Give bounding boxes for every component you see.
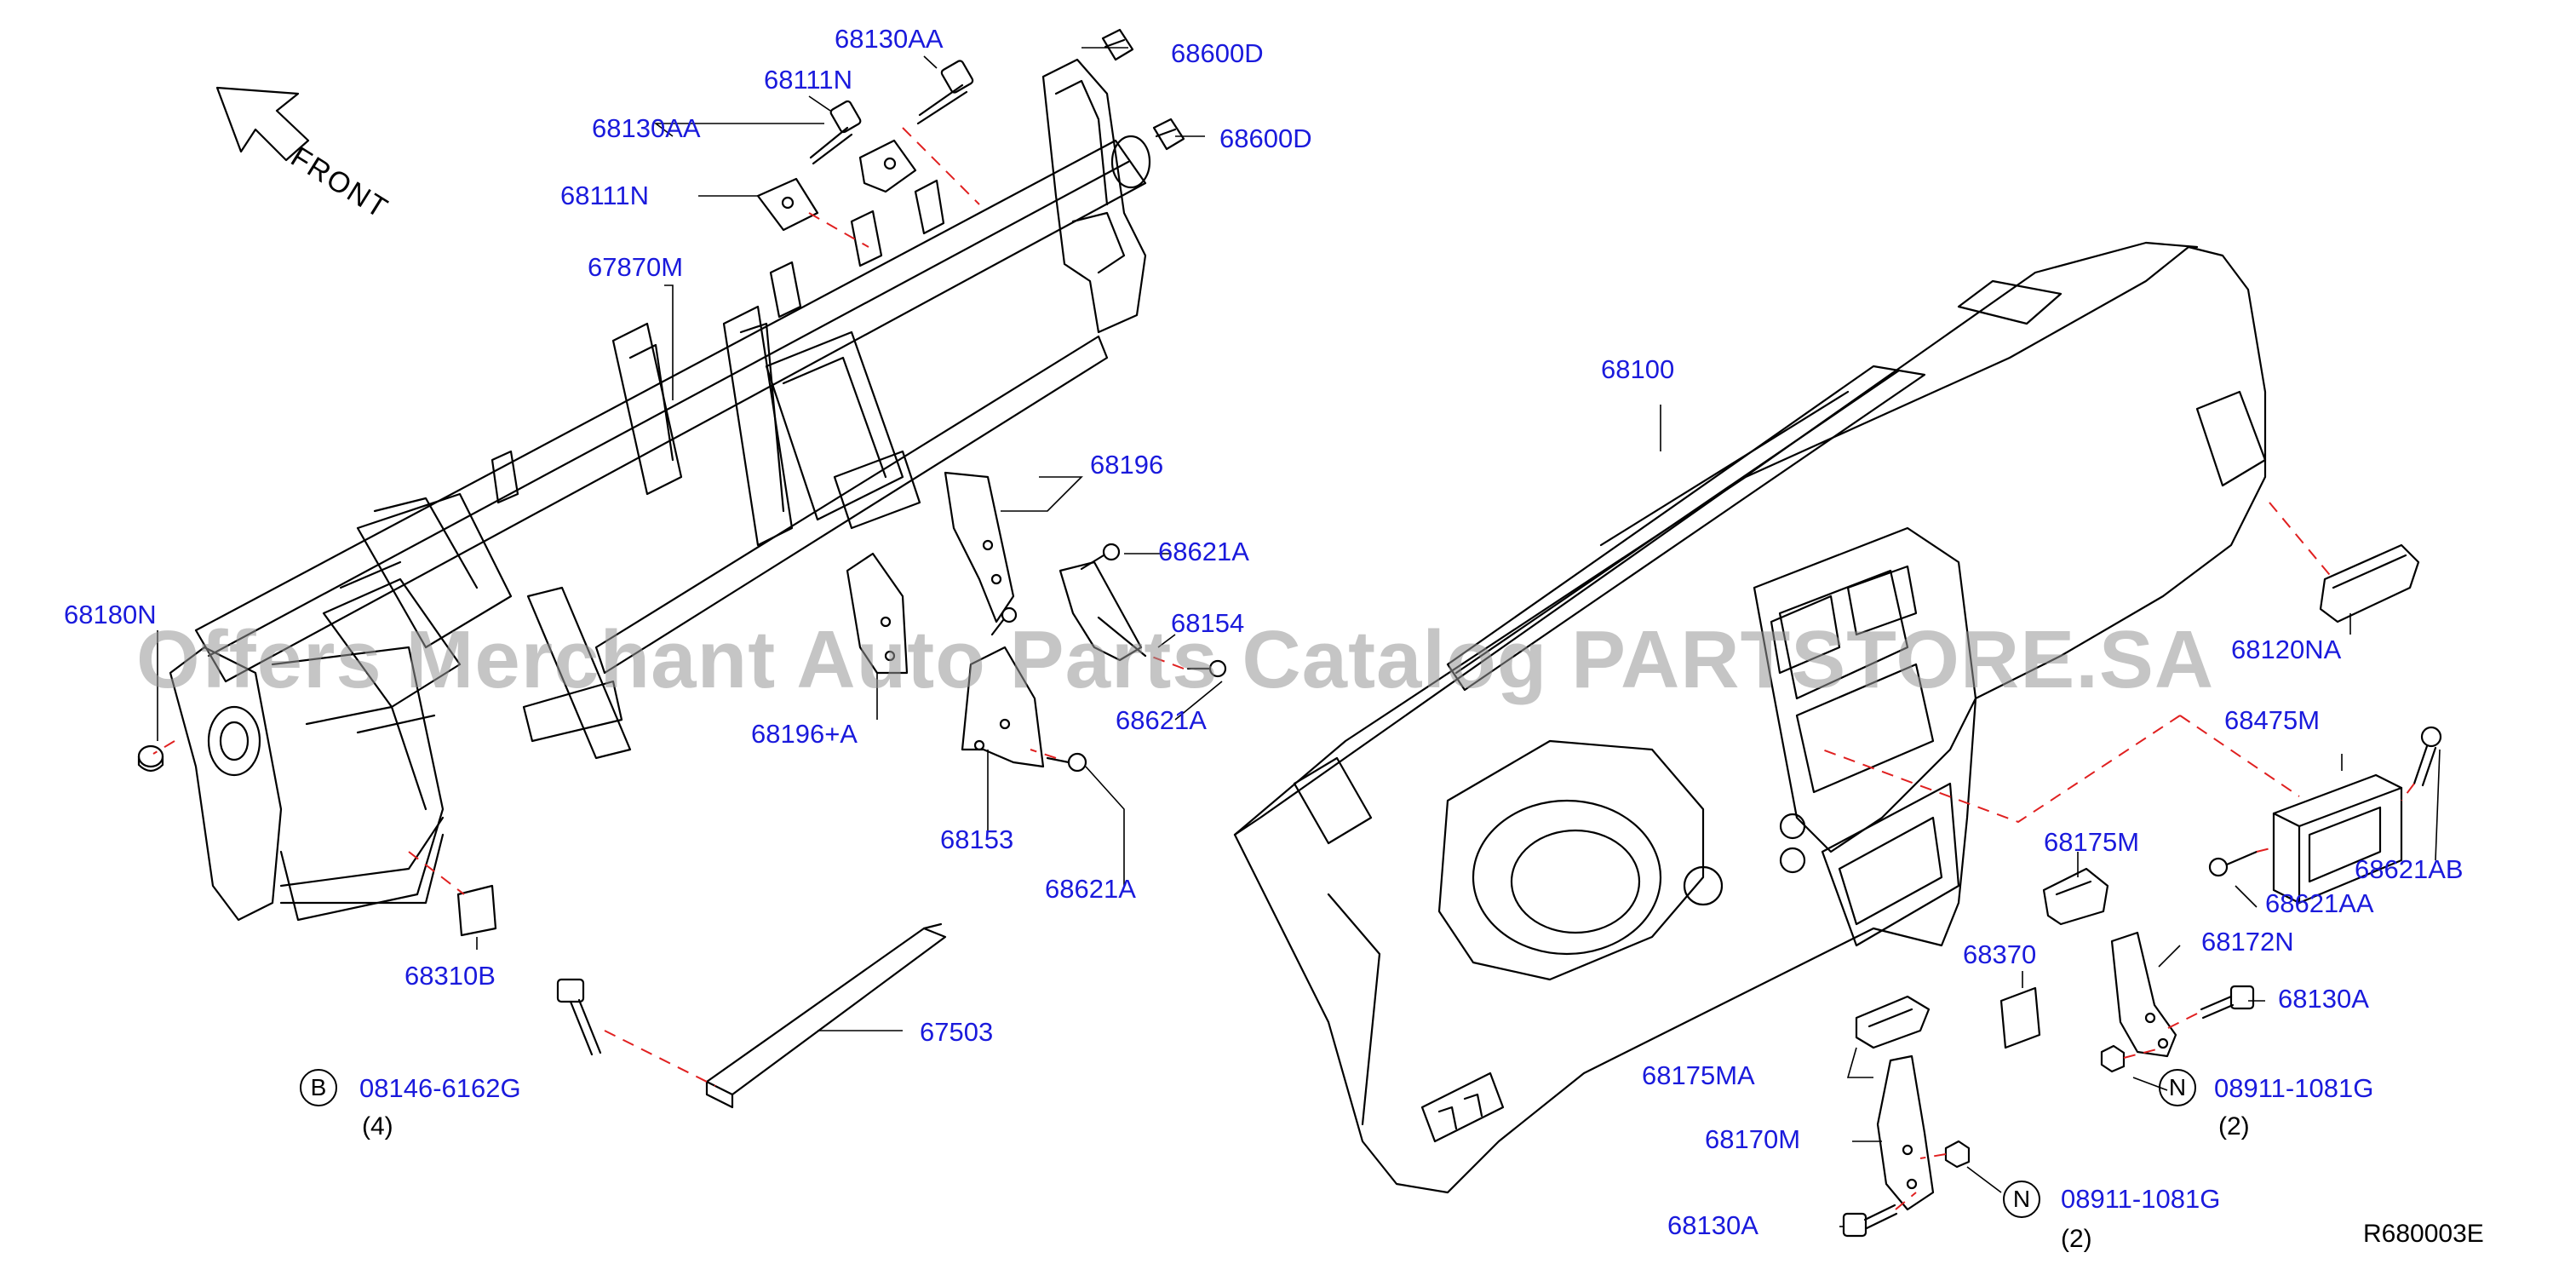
part-label-68100[interactable]: 68100	[1601, 354, 1675, 384]
assembly-dashed-lines	[152, 127, 2415, 1210]
bracket-68153	[961, 646, 1045, 768]
part-label-68621A-3[interactable]: 68621A	[1045, 874, 1136, 904]
bracket-68170M	[1876, 1054, 1935, 1211]
watermark-text: Offers Merchant Auto Parts Catalog PARTS…	[136, 614, 2215, 705]
part-label-68621AB[interactable]: 68621AB	[2355, 854, 2464, 884]
screw-68621A-3	[1046, 752, 1087, 773]
part-label-68175M[interactable]: 68175M	[2044, 827, 2140, 857]
screw-small-center	[990, 606, 1018, 636]
part-label-08146-6162G[interactable]: 08146-6162G	[359, 1073, 521, 1103]
part-label-68370[interactable]: 68370	[1963, 939, 2037, 969]
part-label-08911-1081G-right[interactable]: 08911-1081G	[2214, 1073, 2374, 1103]
marker-circle-n-right: N	[2159, 1069, 2196, 1106]
part-label-68153[interactable]: 68153	[940, 824, 1014, 854]
part-label-68475M[interactable]: 68475M	[2224, 705, 2321, 735]
bracket-68172N	[2110, 931, 2177, 1058]
marker-circle-b: B	[300, 1069, 337, 1106]
qty-08146: (4)	[362, 1112, 393, 1140]
cap-68120NA	[2319, 543, 2420, 623]
screw-68621A-2	[1186, 659, 1227, 678]
instrument-panel	[1233, 241, 2267, 1194]
bolt-08146	[556, 978, 602, 1056]
steering-member-beam	[169, 58, 1151, 922]
clip-68600D-2	[1152, 118, 1185, 151]
part-label-68180N[interactable]: 68180N	[64, 600, 157, 629]
part-label-68120NA[interactable]: 68120NA	[2231, 635, 2342, 664]
part-label-68130AA-top[interactable]: 68130AA	[835, 24, 944, 54]
part-label-68172N[interactable]: 68172N	[2201, 927, 2294, 957]
part-label-68621A-1[interactable]: 68621A	[1158, 537, 1249, 566]
nut-08911-bottom	[1944, 1140, 1971, 1169]
part-label-08911-1081G-bottom[interactable]: 08911-1081G	[2061, 1184, 2221, 1214]
part-label-67870M[interactable]: 67870M	[588, 252, 684, 282]
part-label-68154[interactable]: 68154	[1171, 608, 1245, 638]
bolt-68130A-bottom	[1842, 1204, 1898, 1238]
pocket-68475M	[2272, 773, 2403, 905]
bolt-68130AA-left	[809, 100, 862, 165]
bar-67503	[705, 922, 947, 1109]
part-label-68310B[interactable]: 68310B	[404, 961, 496, 991]
bolt-68130AA-top	[916, 60, 974, 125]
part-label-68130AA-left[interactable]: 68130AA	[592, 113, 701, 143]
part-label-68600D-2[interactable]: 68600D	[1219, 124, 1312, 153]
part-label-68621AA[interactable]: 68621AA	[2265, 888, 2374, 918]
part-label-68175MA[interactable]: 68175MA	[1642, 1060, 1755, 1090]
bolt-68130A-right	[2200, 985, 2255, 1020]
clip-68175MA	[1855, 995, 1931, 1049]
leader-lines	[157, 47, 2441, 1227]
marker-circle-n-bottom: N	[2003, 1181, 2040, 1218]
part-label-68130A-bottom[interactable]: 68130A	[1667, 1210, 1758, 1240]
pad-68370	[1999, 986, 2041, 1049]
nut-08911-right	[2100, 1044, 2126, 1073]
screw-68621A-1	[1080, 543, 1121, 571]
clip-68175M	[2042, 867, 2109, 926]
screw-68621AA	[2208, 850, 2258, 877]
bracket-68111N-top	[858, 139, 917, 193]
qty-08911-right: (2)	[2218, 1112, 2250, 1140]
qty-08911-bottom: (2)	[2061, 1225, 2092, 1253]
bracket-68196	[944, 471, 1015, 623]
screw-68621AB	[2412, 726, 2442, 787]
part-label-68111N-left[interactable]: 68111N	[560, 181, 649, 210]
part-label-68196A[interactable]: 68196+A	[751, 719, 858, 749]
cap-68180N	[137, 744, 164, 773]
bracket-68196A	[846, 552, 909, 675]
pad-68310B	[456, 884, 497, 937]
part-label-68196[interactable]: 68196	[1090, 450, 1164, 480]
part-label-68600D-1[interactable]: 68600D	[1171, 38, 1264, 68]
bracket-68111N-left	[756, 177, 819, 232]
part-label-68170M[interactable]: 68170M	[1705, 1124, 1801, 1154]
part-label-67503[interactable]: 67503	[920, 1017, 994, 1047]
part-label-68111N-top[interactable]: 68111N	[764, 65, 852, 95]
front-arrow-icon	[215, 86, 310, 162]
clip-68600D-1	[1101, 28, 1134, 61]
part-label-68130A-right[interactable]: 68130A	[2278, 984, 2369, 1014]
part-label-68621A-2[interactable]: 68621A	[1116, 705, 1207, 735]
diagram-reference-code: R680003E	[2363, 1220, 2484, 1248]
